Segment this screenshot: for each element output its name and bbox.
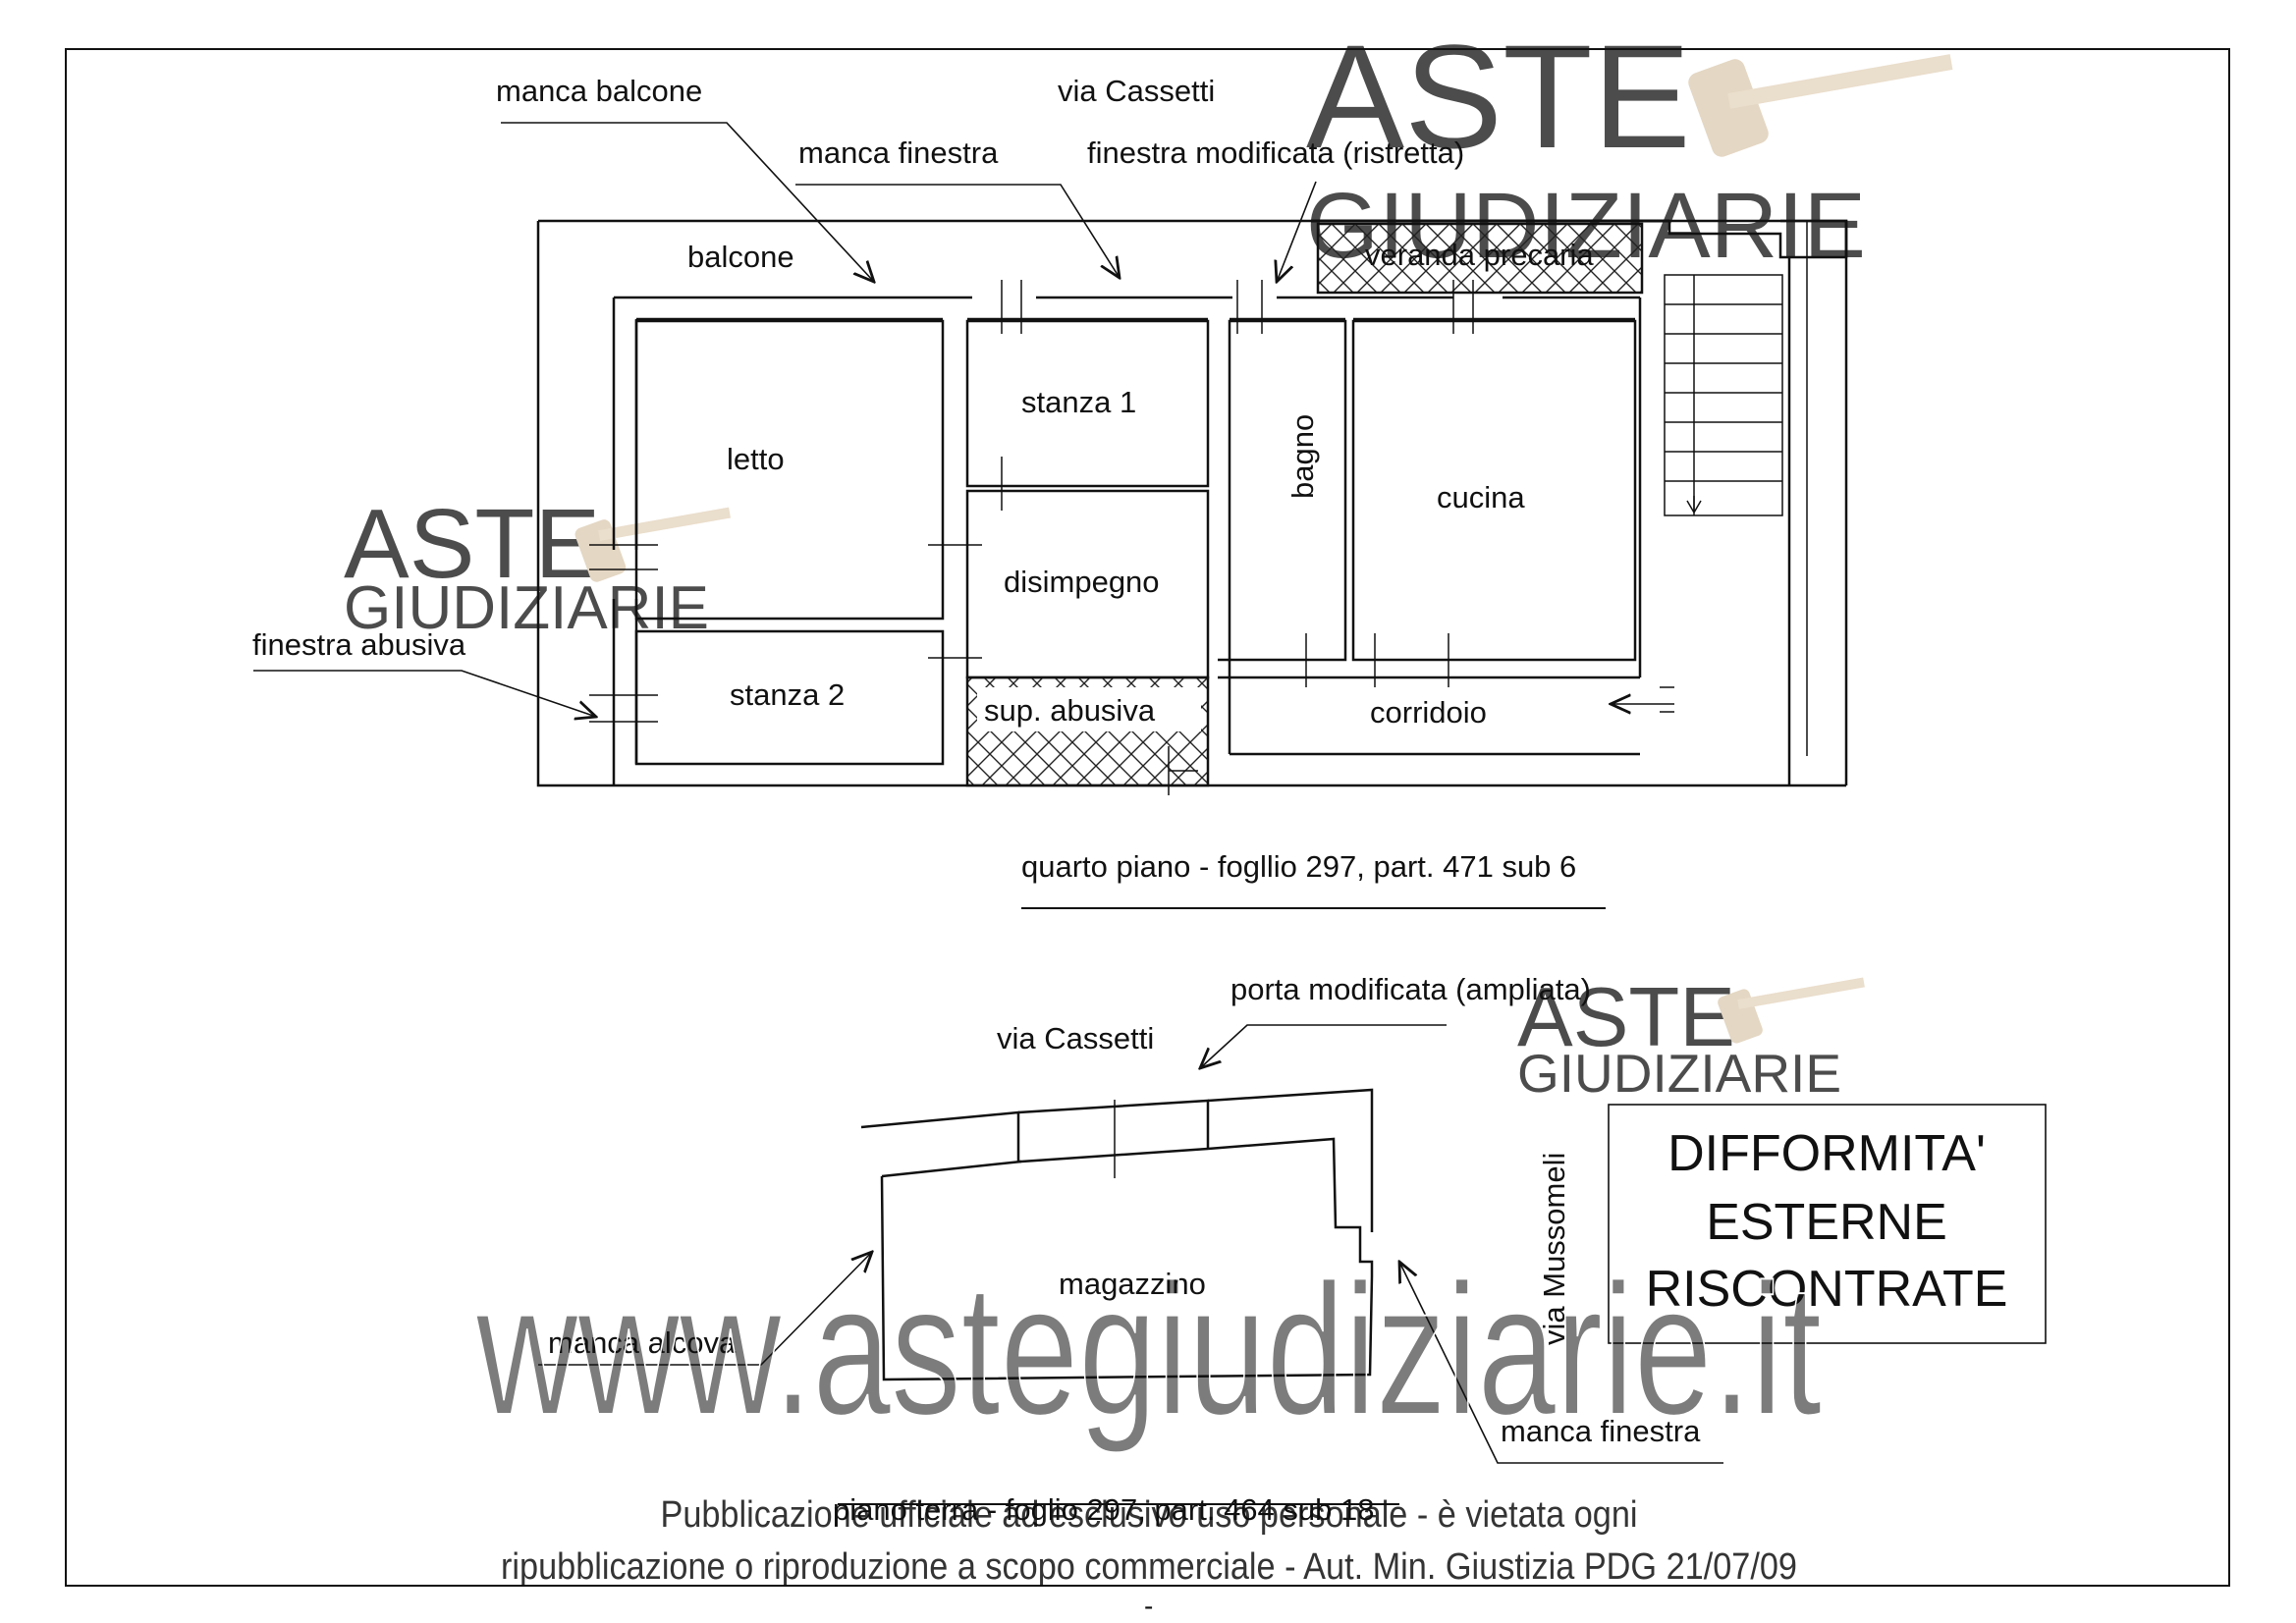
upper-plan-labels: manca balcone via Cassetti manca finestr… <box>252 74 1594 884</box>
title-line-2: ESTERNE <box>1706 1194 1947 1251</box>
watermark-logo-middle: ASTE GIUDIZIARIE <box>344 489 731 642</box>
lower-plan-labels: porta modificata (ampliata) via Cassetti… <box>548 972 2007 1527</box>
label-stanza-1: stanza 1 <box>1021 385 1136 419</box>
difformita-title-box <box>1608 1104 2047 1344</box>
title-line-1: DIFFORMITA' <box>1667 1125 1986 1182</box>
watermark-notice-line-1: Pubblicazione ufficiale ad esclusivo uso… <box>661 1494 1638 1536</box>
watermark-url: www.astegiudiziarie.it <box>475 1246 1822 1454</box>
svg-text:ASTE: ASTE <box>1517 971 1735 1064</box>
label-bagno: bagno <box>1285 414 1320 499</box>
gavel-icon <box>1718 977 1865 1044</box>
label-letto: letto <box>727 442 785 476</box>
label-stanza-2: stanza 2 <box>730 677 845 712</box>
lower-floor-plan <box>538 1024 1723 1505</box>
label-corridoio: corridoio <box>1370 695 1487 730</box>
label-veranda-precaria: veranda precaria <box>1365 238 1594 272</box>
label-manca-balcone: manca balcone <box>496 74 702 108</box>
gavel-icon <box>1688 54 1953 157</box>
label-cucina: cucina <box>1437 480 1525 514</box>
label-manca-alcova: manca alcova <box>548 1325 737 1360</box>
label-magazzino: magazzino <box>1059 1267 1206 1301</box>
label-manca-finestra-bottom: manca finestra <box>1501 1414 1701 1448</box>
watermark-notice-line-2: ripubblicazione o riproduzione a scopo c… <box>501 1546 1797 1588</box>
page-frame <box>65 48 2230 1587</box>
footer-mark: - <box>1144 1591 1153 1621</box>
svg-text:ASTE: ASTE <box>1306 14 1691 179</box>
caption-piano-terra: piano terra - foglio 297, part. 464 sub … <box>833 1492 1374 1527</box>
svg-text:GIUDIZIARIE: GIUDIZIARIE <box>1517 1043 1841 1104</box>
label-via-mussomeli: via Mussomeli <box>1537 1153 1571 1345</box>
label-finestra-abusiva: finestra abusiva <box>252 627 466 662</box>
label-porta-modificata: porta modificata (ampliata) <box>1230 972 1591 1006</box>
leader-lines <box>253 122 1674 717</box>
label-finestra-modificata: finestra modificata (ristretta) <box>1087 135 1464 170</box>
window-marks <box>589 280 1674 795</box>
label-balcone: balcone <box>687 240 794 274</box>
label-disimpegno: disimpegno <box>1004 565 1160 599</box>
label-via-cassetti-bottom: via Cassetti <box>997 1021 1154 1055</box>
svg-text:ASTE: ASTE <box>344 489 600 599</box>
watermark-logo-right: ASTE GIUDIZIARIE <box>1517 971 1865 1104</box>
title-line-3: RISCONTRATE <box>1646 1261 2008 1318</box>
staircase <box>1664 274 1783 516</box>
label-manca-finestra-top: manca finestra <box>798 135 999 170</box>
caption-quarto-piano: quarto piano - fogllio 297, part. 471 su… <box>1021 849 1576 884</box>
label-sup-abusiva: sup. abusiva <box>984 693 1156 728</box>
label-via-cassetti-top: via Cassetti <box>1058 74 1215 108</box>
